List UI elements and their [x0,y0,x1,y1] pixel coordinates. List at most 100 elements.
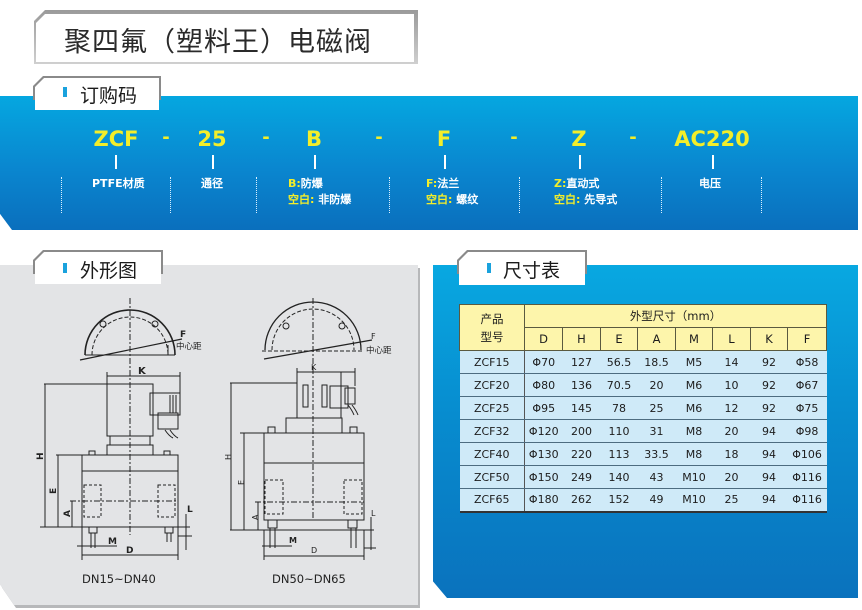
cell-k: 94 [750,465,788,489]
table-row: ZCF32 Φ120 200 110 31 M8 20 94 Φ98 [459,419,827,443]
outline-tab [35,252,161,284]
code-tick [712,155,714,169]
cell-d: Φ70 [524,350,563,374]
table-row: ZCF40 Φ130 220 113 33.5 M8 18 94 Φ106 [459,442,827,466]
cell-h: 127 [562,350,601,374]
cell-l: 20 [712,419,751,443]
cell-d: Φ80 [524,373,563,397]
code-part-actuation: Z [571,127,587,151]
code-tick [212,155,214,169]
svg-text:A: A [63,510,73,517]
desc-value: 螺纹 [452,193,479,206]
cell-l: 20 [712,465,751,489]
code-tick [115,155,117,169]
column-header-e: E [600,327,638,351]
svg-text:中心距: 中心距 [366,345,392,356]
code-separator [170,177,171,213]
code-dash: - [162,127,170,148]
code-part-diameter: 25 [197,127,227,151]
svg-text:H: H [224,454,233,460]
desc-key: F: [426,177,438,190]
dimension-table: 产品 型号 外型尺寸（mm） D H E A M L K F ZCF15 Φ70… [459,304,828,513]
code-desc-voltage: 电压 [699,176,721,192]
cell-m: M6 [675,373,713,397]
column-header-h: H [562,327,601,351]
desc-line: F:法兰 [426,176,478,192]
order-code-title: 订购码 [80,85,138,107]
cell-k: 92 [750,396,788,420]
table-row: ZCF50 Φ150 249 140 43 M10 20 94 Φ116 [459,465,827,489]
model-header-line: 产品 [480,311,504,326]
code-dash: - [375,127,383,148]
cell-m: M10 [675,465,713,489]
cell-d: Φ95 [524,396,563,420]
cell-e: 78 [600,396,638,420]
cell-l: 25 [712,488,751,513]
cell-model: ZCF20 [459,373,525,397]
svg-text:E: E [237,480,246,485]
desc-value: 非防爆 [314,193,352,206]
code-tick [444,155,446,169]
svg-text:F: F [371,332,376,341]
flange-top-view-left: F 中心距 [79,298,202,378]
svg-text:F: F [180,330,186,340]
cell-l: 14 [712,350,751,374]
column-header-l: L [712,327,751,351]
drawing-caption-left: DN15~DN40 [82,572,156,586]
desc-line: Z:直动式 [554,176,617,192]
cell-f: Φ116 [787,488,827,513]
svg-text:L: L [371,509,376,518]
desc-value: 法兰 [437,177,460,190]
code-desc-actuation: Z:直动式 空白: 先导式 [554,176,617,208]
order-code-tab [35,78,159,110]
desc-value: 直动式 [566,177,600,190]
cell-model: ZCF65 [459,488,525,513]
outline-drawing-panel [0,265,418,605]
tab-marker-icon [487,263,491,273]
cell-e: 56.5 [600,350,638,374]
cell-l: 12 [712,396,751,420]
dimension-tab [459,252,585,285]
desc-line: 空白: 非防爆 [288,192,351,208]
code-part-connection: F [436,127,452,151]
cell-f: Φ67 [787,373,827,397]
code-separator [761,177,762,213]
code-tick [579,155,581,169]
model-header-line: 型号 [480,329,504,344]
cell-model: ZCF15 [459,350,525,374]
flange-top-view-right: F 中心距 [262,298,392,370]
column-header-k: K [750,327,788,351]
code-desc-material: PTFE材质 [92,176,145,192]
model-header: 产品 型号 [459,304,525,351]
valve-side-view-left: K H E A L M D [36,366,193,560]
svg-text:L: L [187,505,193,515]
desc-line: 通径 [201,177,223,190]
svg-text:M: M [108,537,117,547]
cell-d: Φ120 [524,419,563,443]
valve-side-view-right: K H E A L M D [224,363,376,560]
cell-h: 200 [562,419,601,443]
code-part-explosion: B [305,127,323,151]
cell-a: 18.5 [637,350,676,374]
desc-key: 空白: [554,193,581,206]
cell-f: Φ98 [787,419,827,443]
desc-value: 防爆 [300,177,323,190]
cell-k: 94 [750,442,788,466]
cell-h: 249 [562,465,601,489]
outline-title: 外形图 [80,260,138,282]
cell-e: 152 [600,488,638,513]
table-row: ZCF20 Φ80 136 70.5 20 M6 10 92 Φ67 [459,373,827,397]
tab-marker-icon [63,87,67,97]
order-code-banner [0,96,858,230]
code-separator [256,177,257,213]
svg-text:M: M [289,536,297,545]
cell-e: 140 [600,465,638,489]
cell-m: M5 [675,350,713,374]
cell-model: ZCF32 [459,419,525,443]
svg-text:D: D [311,546,317,555]
cell-e: 70.5 [600,373,638,397]
code-tick [314,155,316,169]
code-desc-diameter: 通径 [201,176,223,192]
svg-text:A: A [251,514,260,520]
cell-a: 43 [637,465,676,489]
